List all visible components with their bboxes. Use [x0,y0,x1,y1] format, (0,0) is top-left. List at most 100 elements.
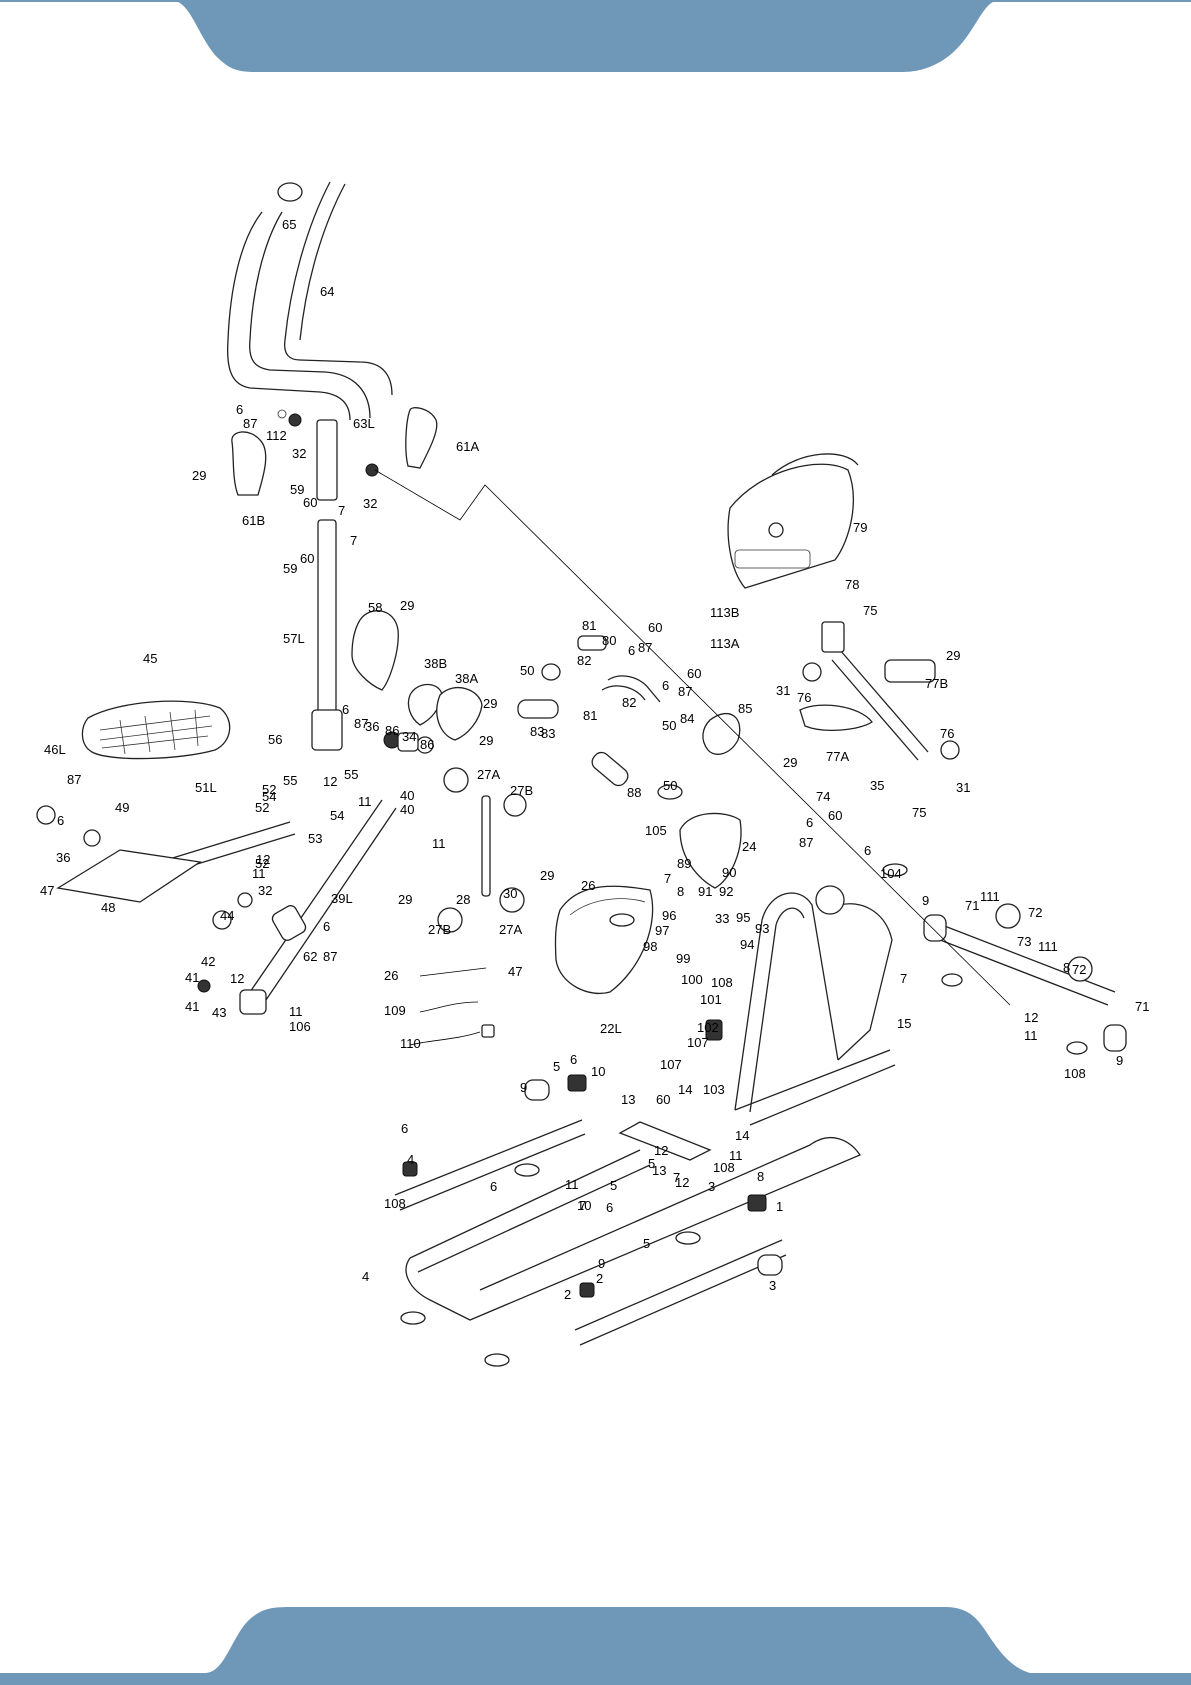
callout: 101 [700,992,722,1007]
callout: 11 [289,1004,303,1019]
leveler-108d [675,1231,701,1245]
callout: 5 [643,1236,650,1251]
arm-covers [351,610,483,793]
callout: 76 [797,690,811,705]
leveler-108c [514,1163,540,1177]
console-79 [727,463,854,589]
callout: 8 [757,1169,764,1184]
callout: 65 [282,217,296,232]
console-pad-78 [734,549,811,569]
callout: 47 [508,964,522,979]
nut-76b [940,740,960,760]
callout: 77B [925,676,948,691]
sleeve-34 [397,732,419,752]
callout: 2 [596,1271,603,1286]
shroud-assembly [517,635,908,927]
callout: 110 [400,1036,421,1051]
washer-32c [237,892,253,908]
rail-3a [394,1119,586,1211]
leveler-2b [484,1353,510,1367]
callout: 29 [398,892,412,907]
callout: 88 [627,785,641,800]
callout: 31 [956,780,970,795]
callout: 74 [816,789,830,804]
callout: 94 [740,937,754,952]
pedal-assembly [36,700,296,930]
frame-15 [734,885,896,1126]
callout: 6 [401,1121,408,1136]
callout: 5 [553,1059,560,1074]
callout: 6 [628,643,635,658]
callout: 50 [520,663,534,678]
callout: 33 [715,911,729,926]
grip-81 [577,635,607,651]
callout: 41 [185,999,199,1014]
grip-83 [517,699,559,719]
callout: 75 [863,603,877,618]
callout: 59 [290,482,304,497]
roller-49 [83,829,101,847]
callout: 60 [828,808,842,823]
callout: 11 [565,1177,579,1192]
callout: 108 [1064,1066,1086,1081]
callout: 6 [236,402,243,417]
top-band-strip [0,0,1191,2]
belt-30 [481,795,491,897]
callout: 87 [243,416,257,431]
top-band-shape [0,0,1191,72]
shroud-89 [679,812,742,889]
callout: 7 [338,503,345,518]
callout: 72 [1072,962,1086,977]
callout: 60 [300,551,314,566]
callout: 58 [368,600,382,615]
callout: 29 [479,733,493,748]
callout: 6 [606,1200,613,1215]
callout: 108 [711,975,733,990]
callout: 6 [864,843,871,858]
callout: 92 [719,884,733,899]
base-frame-1 [405,1136,861,1321]
ring-105 [609,913,635,927]
callout: 6 [342,702,349,717]
callout: 107 [660,1057,682,1072]
callout: 40 [400,788,414,803]
callout: 28 [456,892,470,907]
frame-15-right-tube [837,903,893,1061]
callout: 38B [424,656,447,671]
cable-106 [419,967,487,977]
upright-57L [317,519,337,741]
callout: 60 [656,1092,670,1107]
callout: 85 [738,701,752,716]
callout: 22L [600,1021,622,1036]
stabilizer-73 [934,924,1116,1006]
mast-35 [831,649,929,761]
callout: 9 [1116,1053,1123,1068]
callout: 35 [870,778,884,793]
callout: 87 [323,949,337,964]
callout: 45 [143,651,157,666]
callout: 7 [579,1198,586,1213]
callout: 32 [363,496,377,511]
callout: 11 [252,866,266,881]
callout: 72 [1028,905,1042,920]
callout: 12 [323,774,337,789]
cover-58 [351,610,399,691]
bearing-27A [443,767,469,793]
leveler-108a [941,973,963,987]
callout: 52 [255,800,269,815]
arm-39L-foot [239,989,267,1015]
callout: 6 [662,678,669,693]
callout: 10 [591,1064,605,1079]
bottom-footer-band [0,1607,1191,1685]
frame-15-hub [815,885,845,915]
callout: 6 [806,815,813,830]
upright-63L [316,419,338,501]
callout: 9 [520,1080,527,1095]
handlebar-assembly [226,181,438,751]
callout: 4 [407,1152,414,1167]
callout: 87 [678,684,692,699]
callout: 111 [980,889,1000,904]
callout: 29 [483,696,497,711]
callout: 71 [965,898,979,913]
